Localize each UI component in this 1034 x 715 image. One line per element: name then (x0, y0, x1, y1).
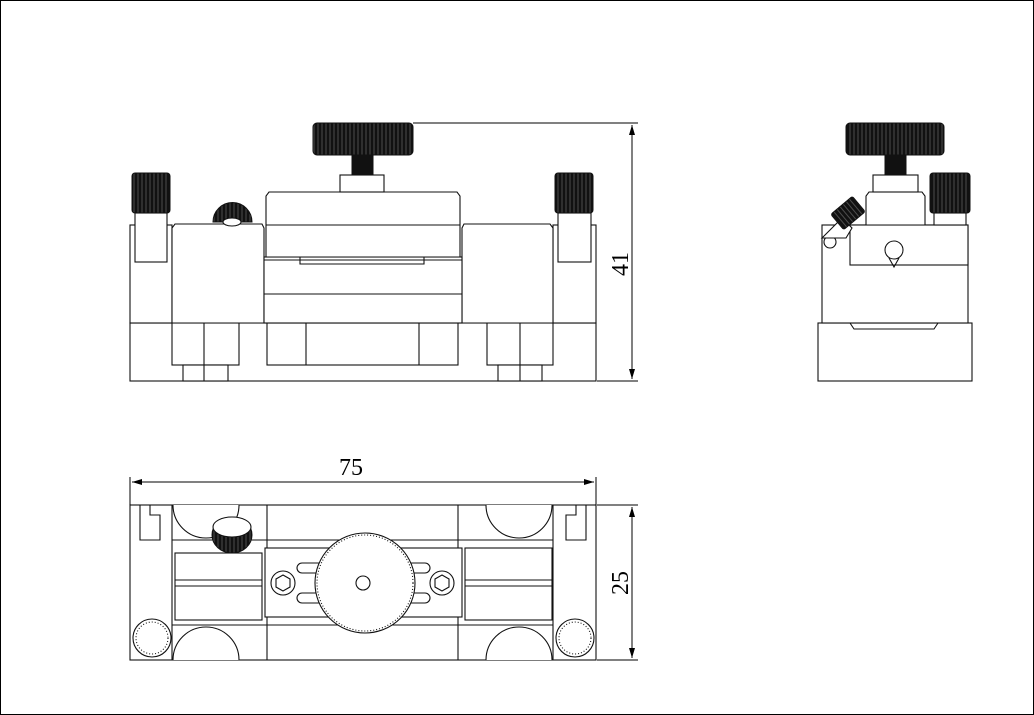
width-dimension-label: 25 (608, 571, 634, 595)
side-knob-icon (929, 172, 971, 214)
middle-block (263, 256, 463, 324)
hex-bolt-right-icon (429, 570, 455, 596)
corner-knob-left-icon (132, 618, 172, 658)
block-left (171, 223, 265, 324)
side-base (817, 322, 973, 382)
small-knob-icon (212, 202, 253, 223)
height-dimension: 41 (413, 122, 638, 382)
center-foot (266, 322, 459, 366)
side-upper-block (849, 224, 969, 266)
top-knob-icon (312, 122, 414, 156)
height-dimension-label: 41 (608, 252, 634, 276)
block-right (461, 223, 554, 324)
side-top-knob-icon (845, 122, 945, 156)
hex-bolt-left-icon (270, 570, 296, 596)
side-view (817, 122, 973, 382)
knurled-knob-right-icon (554, 172, 594, 214)
front-view (129, 122, 597, 382)
length-dimension: 75 (129, 455, 597, 505)
corner-knob-right-icon (555, 618, 595, 658)
collar (339, 174, 385, 193)
knurled-knob-left-icon (131, 172, 171, 214)
foot-left (171, 322, 240, 366)
stem (351, 154, 374, 176)
width-dimension: 25 (597, 504, 638, 661)
length-dimension-label: 75 (339, 455, 363, 481)
top-view (129, 504, 597, 661)
rail-right (464, 547, 553, 621)
side-angled-knob-icon (831, 196, 865, 230)
